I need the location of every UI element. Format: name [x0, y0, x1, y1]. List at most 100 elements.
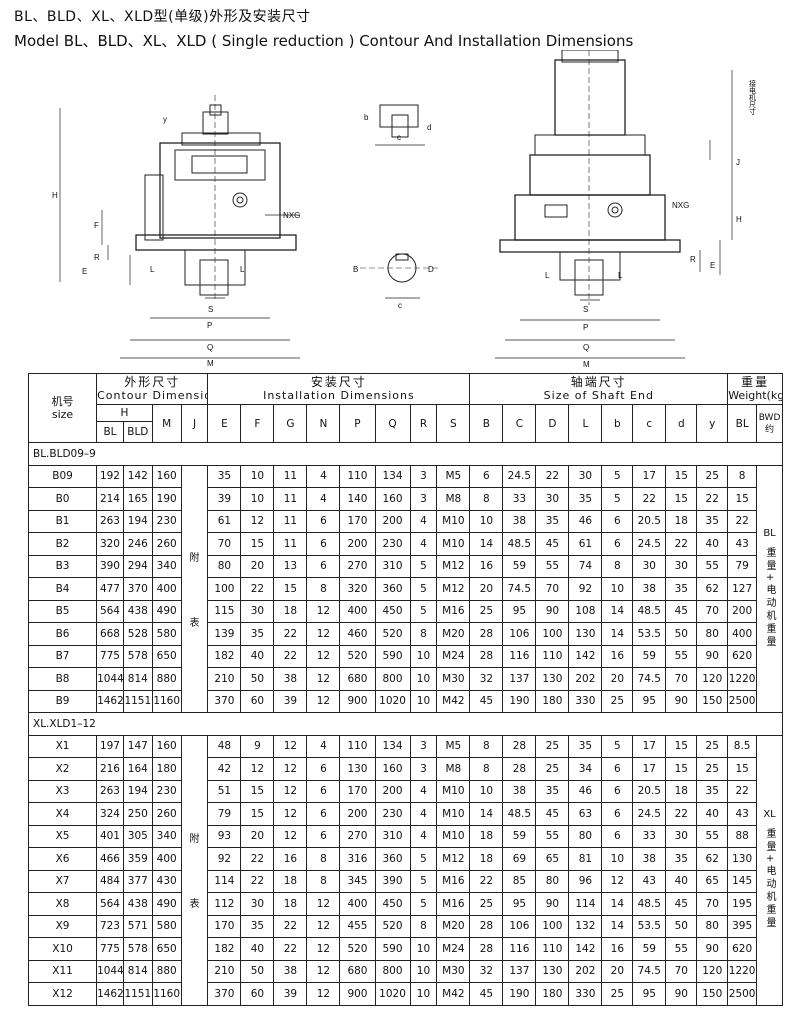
- label-F: F: [94, 221, 99, 230]
- value-cell: 400: [339, 892, 376, 916]
- value-cell: 466: [96, 847, 124, 871]
- value-cell: 140: [339, 487, 376, 511]
- value-cell: 15: [665, 757, 698, 781]
- value-cell: 70: [696, 599, 729, 623]
- value-cell: 5: [409, 847, 438, 871]
- value-cell: 390: [96, 554, 124, 578]
- value-cell: 814: [122, 959, 153, 983]
- value-cell: 22: [535, 464, 570, 488]
- label-b: b: [364, 113, 369, 122]
- value-cell: 18: [273, 892, 308, 916]
- header-model: 机号 size: [27, 373, 98, 443]
- value-cell: 12: [601, 869, 634, 893]
- value-cell: 62: [696, 577, 729, 601]
- value-cell: 18: [665, 779, 698, 803]
- value-cell: 8.5: [727, 734, 758, 758]
- value-cell: 130: [535, 667, 570, 691]
- label-H-right: H: [736, 215, 742, 224]
- value-cell: 45: [535, 802, 570, 826]
- value-cell: 520: [339, 644, 376, 668]
- value-cell: 8: [306, 869, 341, 893]
- value-cell: 34: [568, 757, 603, 781]
- value-cell: 22: [240, 577, 275, 601]
- value-cell: 80: [696, 622, 729, 646]
- value-cell: 230: [151, 509, 182, 533]
- label-motor-size: 接电机尺寸: [749, 79, 757, 115]
- value-cell: 6: [601, 509, 634, 533]
- value-cell: 564: [96, 599, 124, 623]
- value-cell: 4: [306, 487, 341, 511]
- model-cell: X3: [27, 779, 98, 803]
- value-cell: 180: [535, 689, 570, 713]
- value-cell: 115: [207, 599, 242, 623]
- value-cell: 110: [339, 734, 376, 758]
- j-note-cell: 附表: [180, 464, 209, 713]
- value-cell: 11: [273, 487, 308, 511]
- value-cell: M8: [436, 487, 471, 511]
- value-cell: 164: [122, 757, 153, 781]
- value-cell: 260: [151, 802, 182, 826]
- value-cell: 430: [151, 869, 182, 893]
- value-cell: 35: [240, 914, 275, 938]
- value-cell: 170: [207, 914, 242, 938]
- value-cell: 14: [469, 532, 504, 556]
- value-cell: 370: [207, 982, 242, 1006]
- value-cell: 1462: [96, 982, 124, 1006]
- value-cell: M5: [436, 464, 471, 488]
- value-cell: 8: [469, 757, 504, 781]
- value-cell: 74.5: [502, 577, 537, 601]
- value-cell: 260: [151, 532, 182, 556]
- value-cell: 4: [409, 802, 438, 826]
- value-cell: 100: [535, 914, 570, 938]
- value-cell: 55: [696, 824, 729, 848]
- label-H: H: [52, 191, 58, 200]
- value-cell: 88: [727, 824, 758, 848]
- value-cell: 25: [601, 689, 634, 713]
- value-cell: 12: [306, 982, 341, 1006]
- value-cell: 3: [409, 487, 438, 511]
- value-cell: 38: [502, 509, 537, 533]
- value-cell: 79: [727, 554, 758, 578]
- value-cell: 134: [374, 734, 411, 758]
- value-cell: 200: [339, 532, 376, 556]
- value-cell: 580: [151, 622, 182, 646]
- value-cell: 12: [306, 937, 341, 961]
- value-cell: 180: [535, 982, 570, 1006]
- value-cell: 6: [306, 554, 341, 578]
- value-cell: 35: [568, 487, 603, 511]
- weight-note-text: 重量+电动机重量: [764, 828, 776, 931]
- value-cell: 28: [469, 937, 504, 961]
- value-cell: 370: [207, 689, 242, 713]
- value-cell: 775: [96, 644, 124, 668]
- value-cell: 50: [240, 959, 275, 983]
- value-cell: M24: [436, 644, 471, 668]
- value-cell: 8: [727, 464, 758, 488]
- value-cell: 340: [151, 824, 182, 848]
- value-cell: 22: [240, 847, 275, 871]
- value-cell: 74: [568, 554, 603, 578]
- value-cell: 723: [96, 914, 124, 938]
- value-cell: 6: [306, 802, 341, 826]
- value-cell: M5: [436, 734, 471, 758]
- value-cell: 2500: [727, 689, 758, 713]
- value-cell: 1151: [122, 982, 153, 1006]
- dimensions-table: 机号 size 外形尺寸 Contour Dimensions 安装尺寸 Ins…: [27, 373, 783, 1006]
- model-cell: X4: [27, 802, 98, 826]
- value-cell: 12: [306, 599, 341, 623]
- header-col-J: J: [180, 404, 209, 443]
- label-S-left: S: [208, 305, 213, 314]
- label-y: y: [163, 115, 167, 124]
- value-cell: 6: [601, 779, 634, 803]
- value-cell: 70: [665, 959, 698, 983]
- value-cell: 59: [502, 824, 537, 848]
- value-cell: 15: [727, 487, 758, 511]
- section-name: XL.XLD1–12: [28, 712, 783, 736]
- value-cell: M16: [436, 599, 471, 623]
- value-cell: 6: [601, 824, 634, 848]
- label-E-right: E: [710, 261, 715, 270]
- value-cell: 12: [273, 734, 308, 758]
- value-cell: 680: [339, 959, 376, 983]
- value-cell: 20.5: [632, 779, 667, 803]
